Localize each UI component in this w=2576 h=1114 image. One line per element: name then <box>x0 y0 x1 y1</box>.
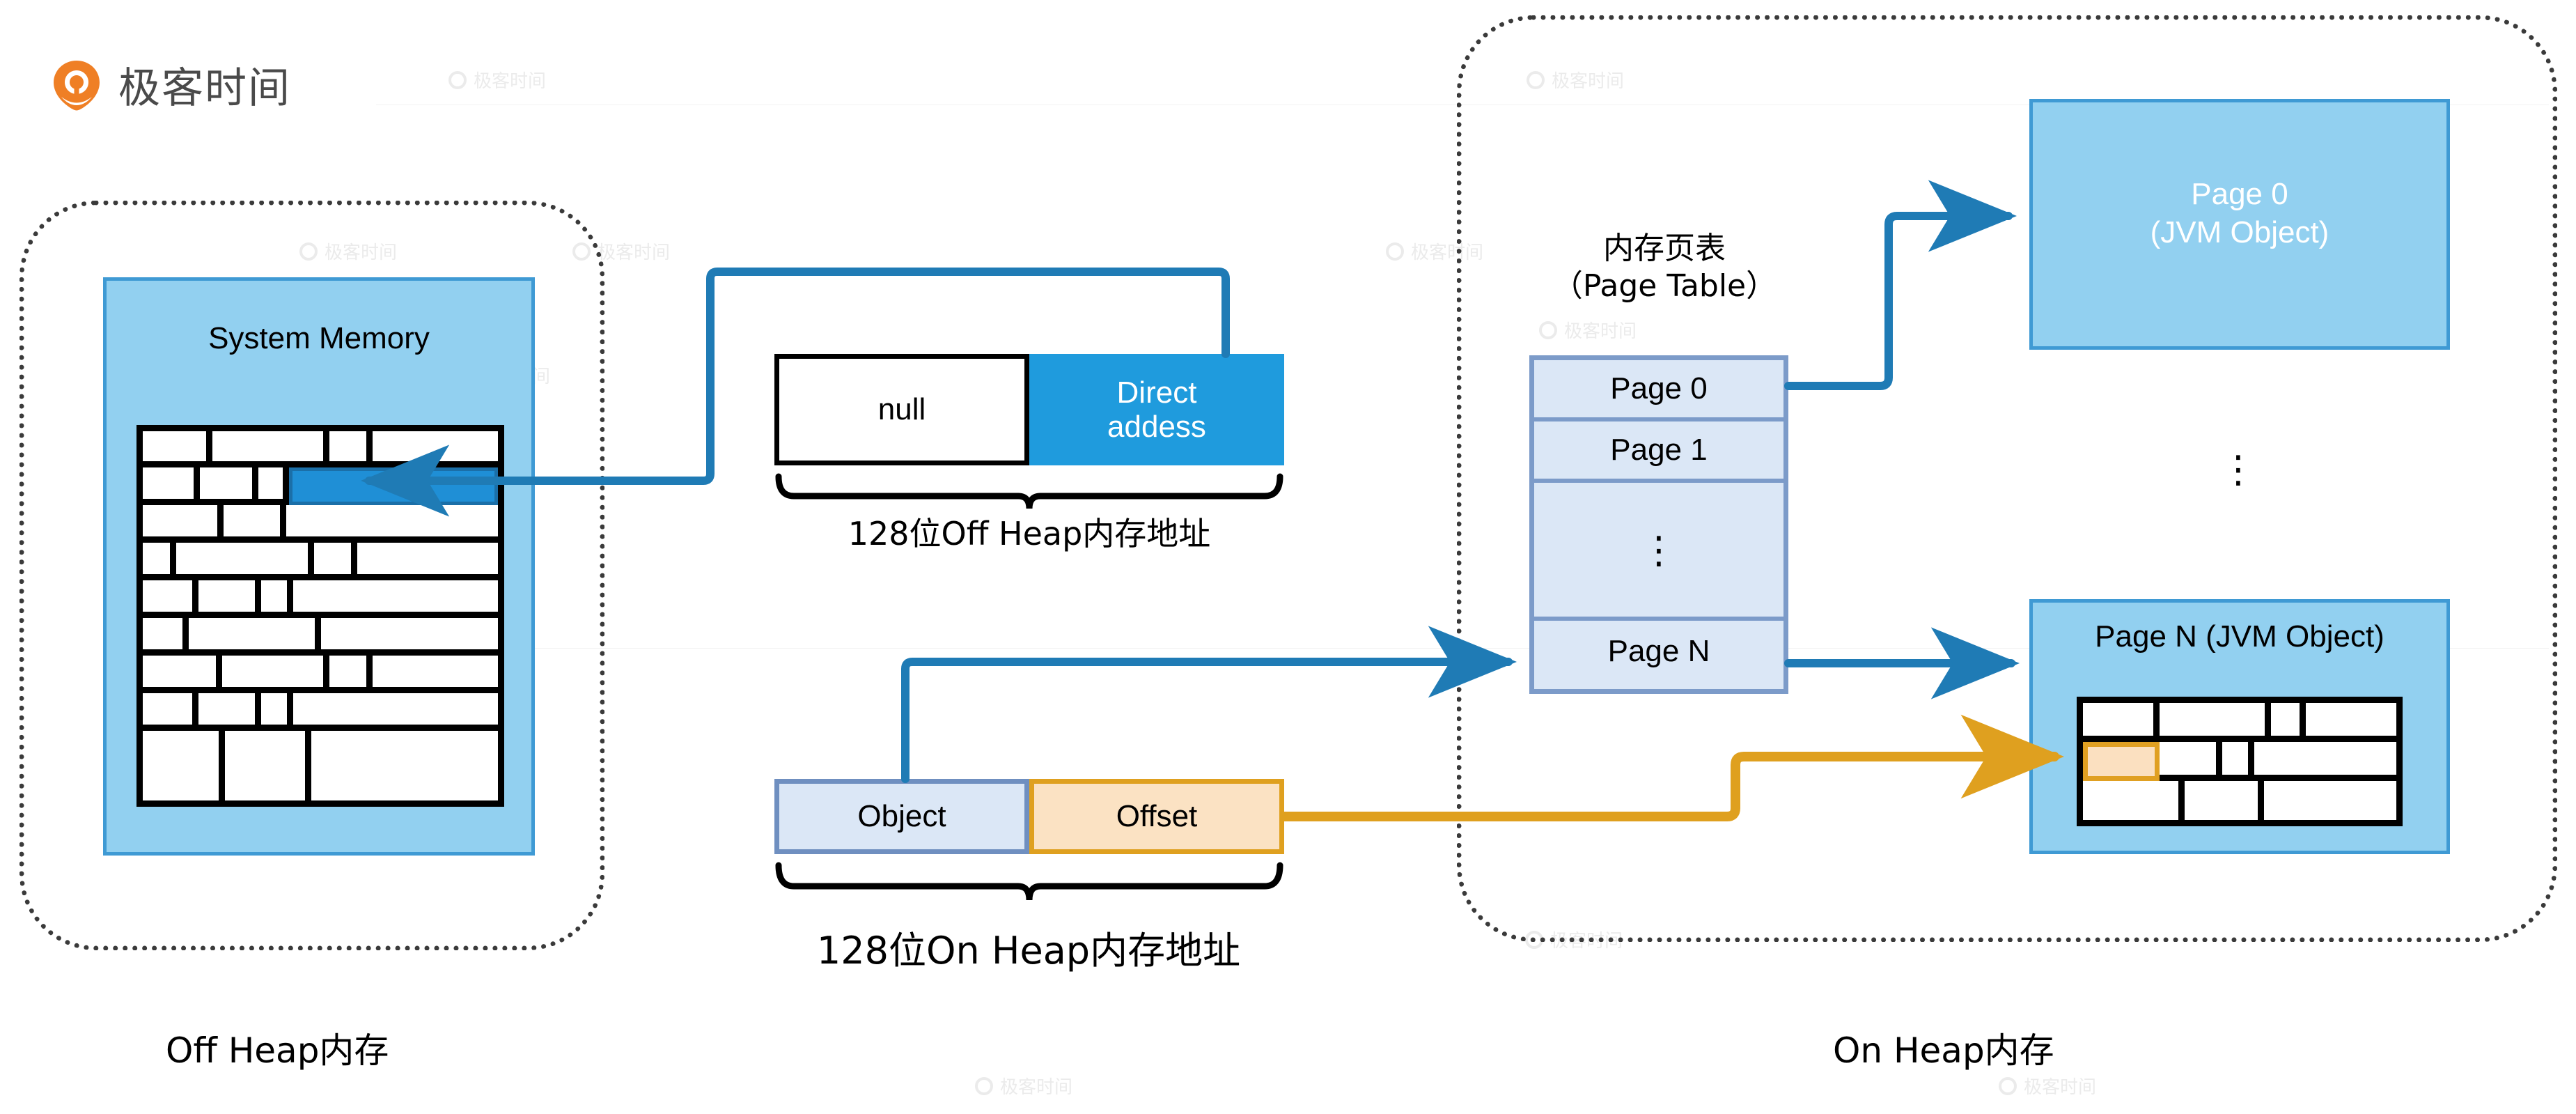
system-memory-title: System Memory <box>208 321 430 355</box>
memory-block <box>329 656 373 693</box>
page-table-row-pageN[interactable]: Page N <box>1534 621 1783 682</box>
memory-block <box>2160 742 2222 781</box>
pages-ellipsis: ⋮ <box>2219 447 2257 491</box>
memory-block-allocated <box>289 467 498 505</box>
memory-block <box>261 580 293 618</box>
memory-block <box>293 693 498 731</box>
page-table-row-ellipsis: ⋮ <box>1534 483 1783 621</box>
memory-block <box>2083 703 2160 742</box>
memory-block <box>224 505 286 543</box>
watermark-text: 极客时间 <box>1000 1076 1073 1097</box>
address-cell-null: null <box>774 354 1029 465</box>
off-heap-address-word: null Direct addess <box>774 354 1284 465</box>
memory-block <box>258 467 289 505</box>
brace-off-heap-address <box>775 473 1283 509</box>
memory-block <box>2254 742 2396 781</box>
off-heap-label: Off Heap内存 <box>166 1030 389 1071</box>
on-heap-address-caption: 128位On Heap内存地址 <box>816 929 1241 973</box>
on-heap-label: On Heap内存 <box>1833 1030 2054 1071</box>
memory-block <box>200 467 258 505</box>
memory-block <box>225 731 311 800</box>
memory-block <box>2271 703 2306 742</box>
memory-block <box>143 505 224 543</box>
page-table: Page 0 Page 1 ⋮ Page N <box>1529 355 1788 694</box>
memory-block <box>189 618 321 656</box>
watermark-text: 极客时间 <box>2024 1076 2097 1097</box>
watermark-text: 极客时间 <box>598 242 671 263</box>
memory-block <box>143 580 198 618</box>
memory-block <box>212 431 329 467</box>
page-table-row-page0[interactable]: Page 0 <box>1534 360 1783 421</box>
memory-block <box>286 505 498 543</box>
brand-name: 极客时间 <box>118 64 291 113</box>
memory-block <box>321 618 498 656</box>
memory-block <box>2222 742 2254 781</box>
pageN-brickwall <box>2077 697 2403 826</box>
watermark: 极客时间 <box>975 1073 1072 1099</box>
memory-block <box>357 543 498 580</box>
memory-block <box>373 656 498 693</box>
memory-block <box>2083 781 2185 820</box>
system-memory-brickwall <box>136 425 504 807</box>
memory-block <box>2306 703 2396 742</box>
memory-block <box>143 543 176 580</box>
watermark-logo-icon <box>448 70 467 89</box>
on-heap-group-boundary <box>1457 15 2557 942</box>
address-cell-offset: Offset <box>1029 779 1284 854</box>
memory-block <box>2264 781 2396 820</box>
page-table-title: 内存页表 （Page Table） <box>1552 231 1777 304</box>
watermark: 极客时间 <box>1999 1073 2096 1099</box>
geektime-logo-icon <box>50 59 103 111</box>
arrow-object-to-page-table <box>901 626 1517 783</box>
memory-block <box>198 693 261 731</box>
off-heap-address-caption: 128位Off Heap内存地址 <box>848 515 1211 552</box>
watermark-logo-icon <box>1999 1076 2017 1095</box>
memory-block <box>311 731 498 800</box>
address-cell-direct-address: Direct addess <box>1029 354 1284 465</box>
on-heap-address-word: Object Offset <box>774 779 1284 854</box>
memory-block <box>329 431 373 467</box>
memory-block <box>314 543 357 580</box>
memory-block <box>293 580 498 618</box>
page-table-row-page1[interactable]: Page 1 <box>1534 421 1783 483</box>
memory-block-offset-target <box>2083 742 2160 781</box>
memory-block <box>2185 781 2264 820</box>
memory-block <box>143 618 189 656</box>
page0-jvm-object-title: Page 0 (JVM Object) <box>2150 177 2329 249</box>
off-heap-group-boundary <box>19 201 604 950</box>
watermark-logo-icon <box>975 1076 993 1095</box>
page0-jvm-object-panel: Page 0 (JVM Object) <box>2029 99 2450 350</box>
brace-on-heap-address <box>775 862 1283 901</box>
pageN-jvm-object-title: Page N (JVM Object) <box>2095 619 2384 653</box>
memory-block <box>198 580 261 618</box>
memory-block <box>261 693 293 731</box>
memory-block <box>373 431 498 467</box>
memory-block <box>143 731 225 800</box>
memory-block <box>176 543 314 580</box>
memory-block <box>222 656 329 693</box>
memory-block <box>143 431 212 467</box>
brand-logo: 极客时间 <box>50 54 291 115</box>
watermark-logo-icon <box>1386 242 1404 261</box>
watermark-text: 极客时间 <box>474 70 547 91</box>
memory-block <box>143 656 222 693</box>
memory-block <box>2160 703 2271 742</box>
address-cell-object: Object <box>774 779 1029 854</box>
watermark: 极客时间 <box>448 67 546 93</box>
memory-block <box>143 467 200 505</box>
memory-block <box>143 693 198 731</box>
